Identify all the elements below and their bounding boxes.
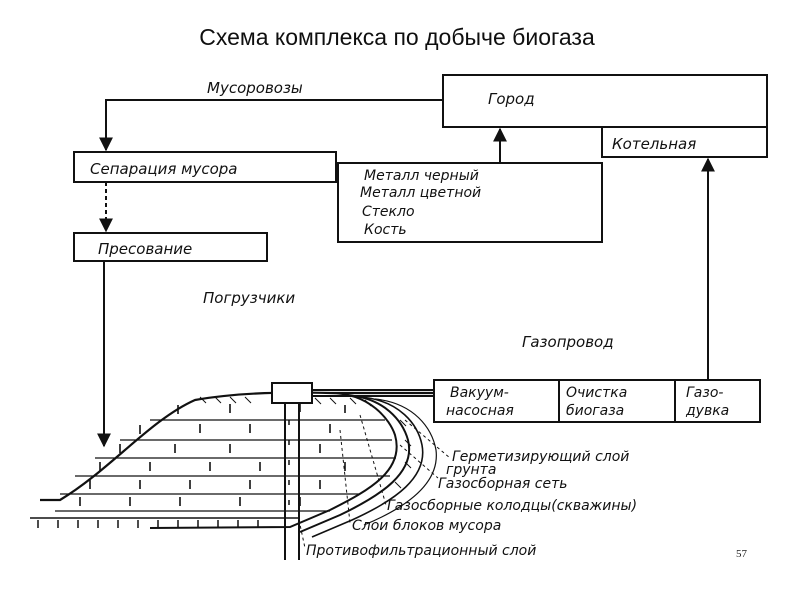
gas-network-label: Газосборная сеть [438, 476, 568, 492]
waste-blocks-label: Слои блоков мусора [352, 518, 501, 534]
garbage-trucks-label: Мусоровозы [207, 79, 303, 97]
materials-box: Металл черный Металл цветной Стекло Кост… [337, 162, 603, 243]
city-label: Город [488, 90, 535, 108]
separation-label: Сепарация мусора [90, 160, 238, 178]
vacuum-label-line2: насосная [446, 403, 514, 419]
materials-item-nonferrous: Металл цветной [360, 185, 481, 201]
gas-blower-box: Газо- дувка [674, 379, 761, 423]
sealing-layer-label-line1: Герметизирующий слой [452, 449, 629, 465]
gas-wells-label: Газосборные колодцы(скважины) [387, 498, 637, 514]
purification-box: Очистка биогаза [558, 379, 676, 423]
page-number: 57 [736, 548, 747, 560]
materials-item-glass: Стекло [362, 204, 415, 220]
gas-blower-label-line1: Газо- [686, 385, 723, 401]
vacuum-label-line1: Вакуум- [450, 385, 509, 401]
sealing-layer-label-line2: грунта [446, 462, 496, 478]
boiler-box: Котельная [601, 126, 768, 158]
city-box: Город [442, 74, 768, 128]
gas-blower-label-line2: дувка [685, 403, 729, 419]
materials-item-bone: Кость [364, 222, 407, 238]
boiler-label: Котельная [612, 135, 696, 153]
pressing-box: Пресование [73, 232, 268, 262]
slide-title: Схема комплекса по добыче биогаза [199, 24, 595, 50]
materials-item-ferrous: Металл черный [364, 168, 479, 184]
purification-label-line2: биогаза [566, 403, 624, 419]
loaders-label: Погрузчики [203, 289, 295, 307]
gas-pipeline-label: Газопровод [522, 333, 614, 351]
pressing-label: Пресование [98, 240, 192, 258]
anti-filtration-label: Противофильтрационный слой [306, 543, 536, 559]
separation-box: Сепарация мусора [73, 151, 337, 183]
flow-arrows [97, 99, 715, 448]
purification-label-line1: Очистка [566, 385, 627, 401]
vacuum-box: Вакуум- насосная [433, 379, 560, 423]
landfill-section [30, 382, 451, 560]
